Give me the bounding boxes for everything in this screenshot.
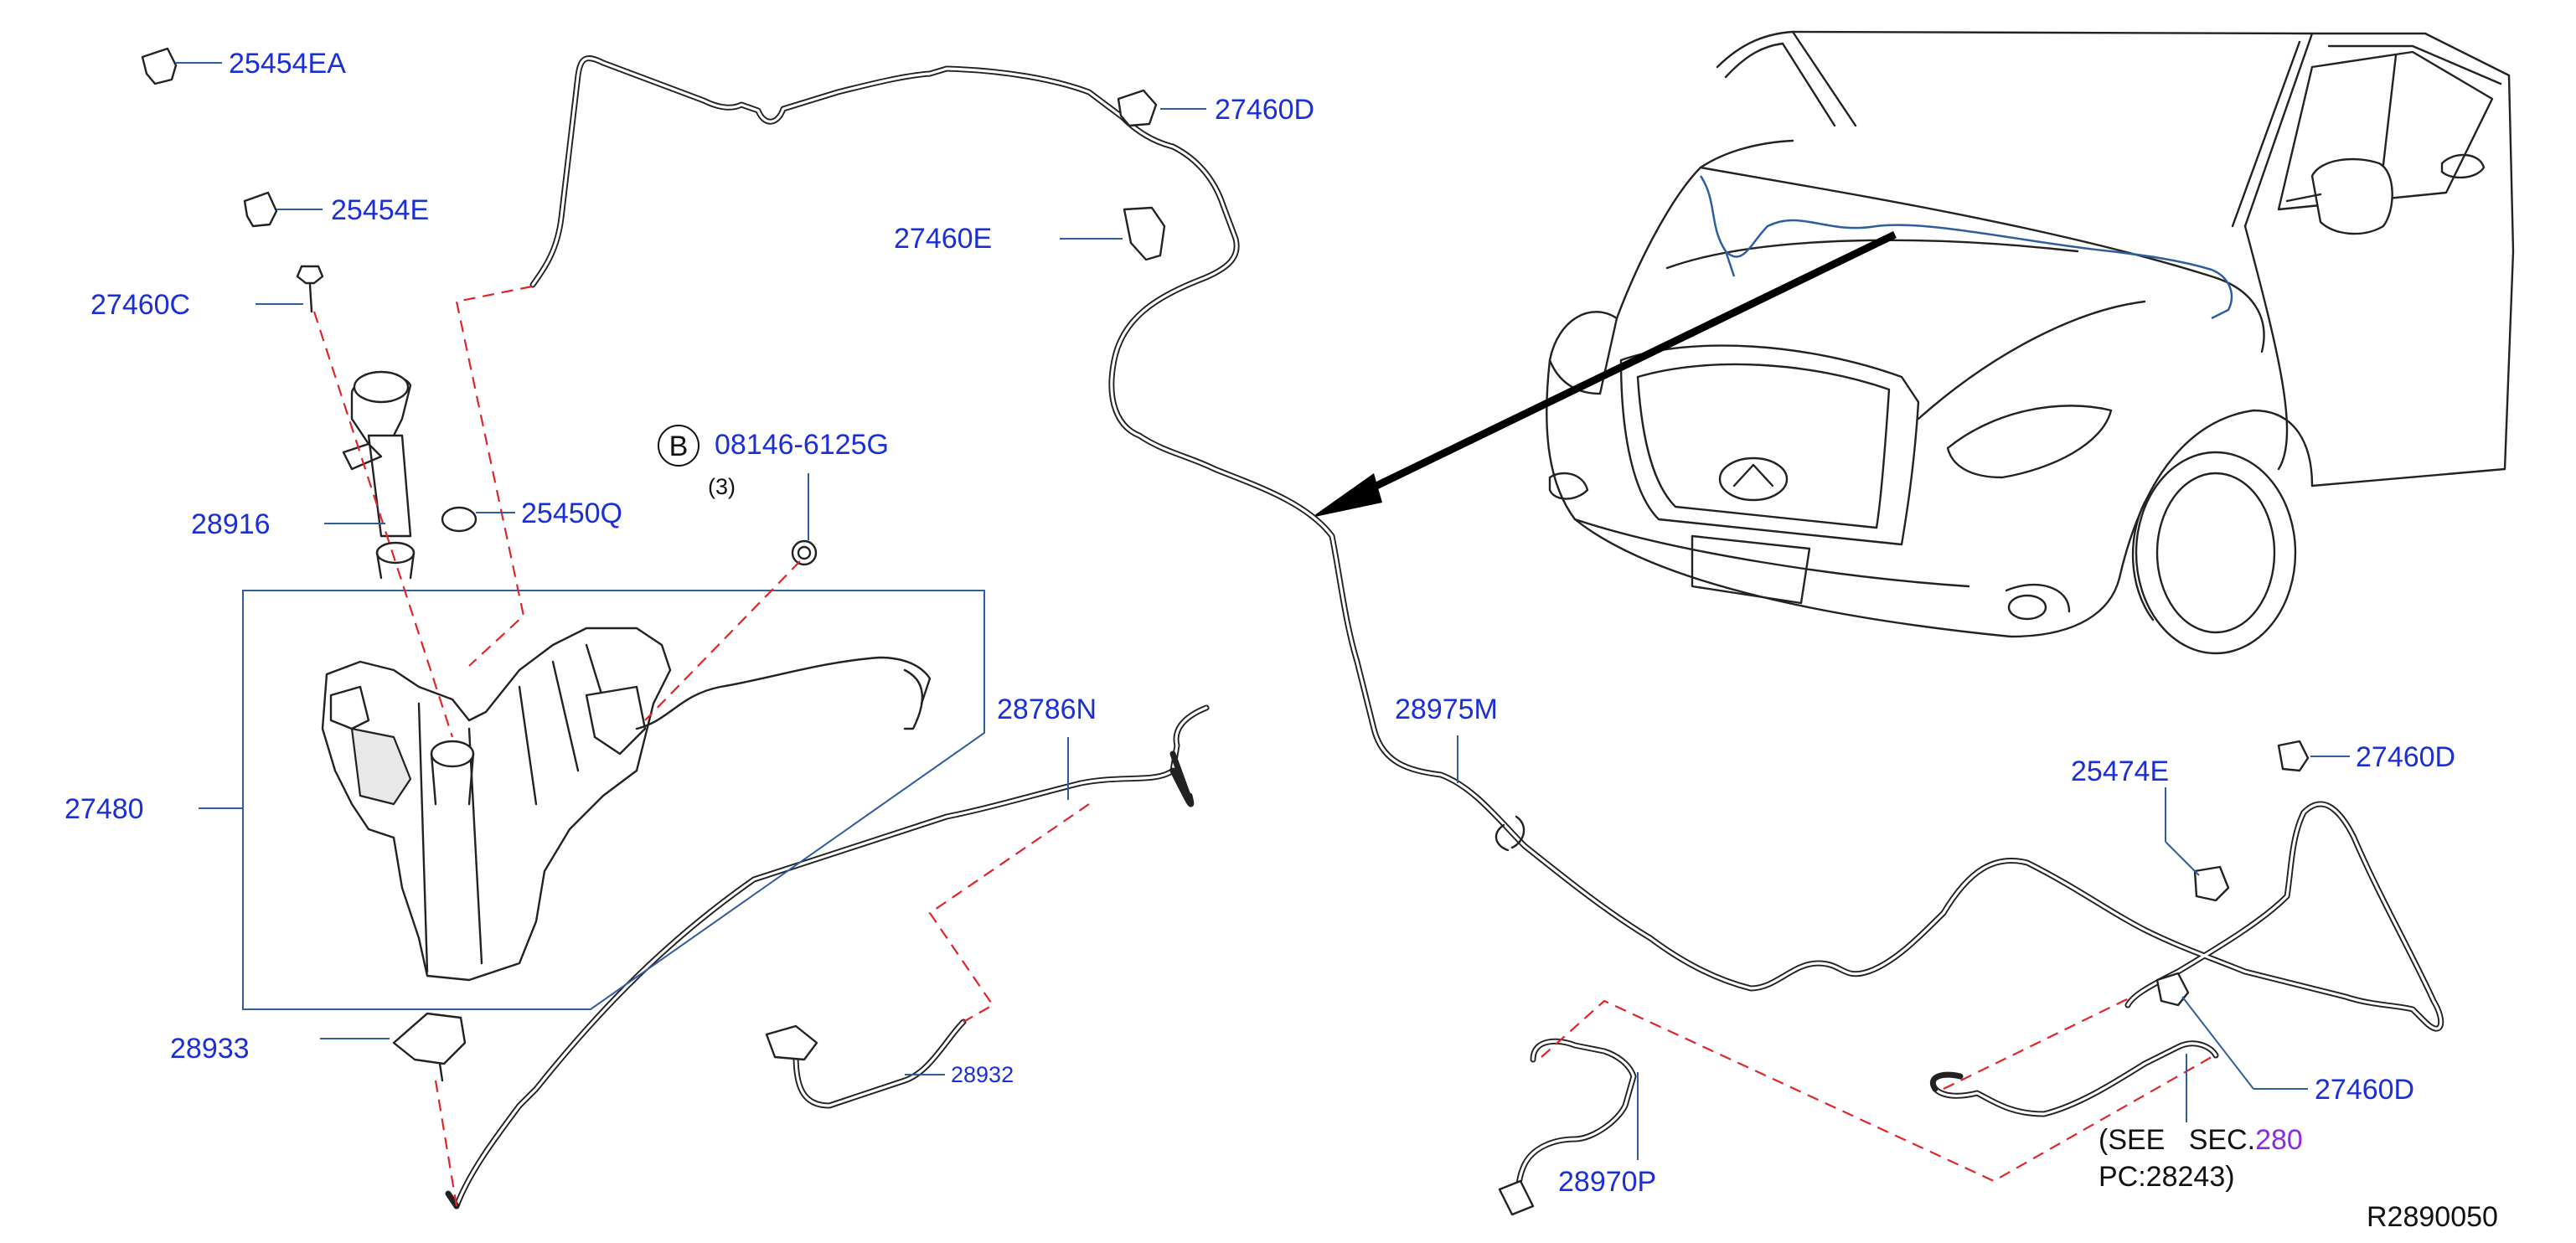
callout-b-letter: B [669, 431, 689, 462]
label-25474E: 25474E [2071, 756, 2169, 787]
filler-neck-28916 [342, 370, 416, 580]
clip-25454E [243, 191, 278, 228]
drawing-id: R2890050 [2367, 1201, 2498, 1233]
leader-lines [176, 62, 2350, 1160]
label-28786N: 28786N [997, 694, 1097, 725]
bolt-27460C [296, 265, 324, 313]
label-27460D-bottom: 27460D [2315, 1074, 2414, 1106]
label-28933: 28933 [170, 1033, 250, 1065]
label-27480: 27480 [65, 793, 144, 825]
see-note-line2: PC:28243) [2098, 1161, 2235, 1193]
label-28916: 28916 [191, 508, 271, 540]
hose-28975M [529, 55, 2444, 1032]
cap-25450Q [441, 506, 478, 533]
hose-28932 [765, 1019, 967, 1109]
hose-28786N [445, 704, 1210, 1209]
see-note-prefix: (SEE SEC. [2098, 1124, 2255, 1156]
clip-27460D-bottom [2155, 972, 2190, 1007]
part-labels: 25454EA 25454E 27460C 28916 25450Q 27480… [65, 48, 2455, 1198]
label-08146-6125G: 08146-6125G [715, 429, 889, 461]
clip-27460D-top [1117, 89, 1158, 127]
label-28932: 28932 [951, 1062, 1014, 1087]
label-27460E: 27460E [894, 223, 992, 255]
see-section-note: (SEE SEC.280 PC:28243) [2098, 1124, 2303, 1193]
label-27460C: 27460C [90, 289, 190, 321]
dashed-connectors [312, 285, 2212, 1207]
clip-25474E [2193, 865, 2230, 902]
clip-27460E [1123, 206, 1166, 261]
hose-28243 [1930, 1040, 2219, 1117]
vehicle-illustration [1546, 30, 2515, 655]
label-25450Q: 25450Q [521, 498, 622, 529]
label-25454EA: 25454EA [229, 48, 346, 80]
hose-28970P [1498, 1038, 1637, 1216]
washer-tank-27480 [242, 590, 985, 1010]
callout-b-qty: (3) [708, 474, 736, 499]
svg-text:(SEE SEC.280: (SEE SEC.280 [2098, 1124, 2303, 1156]
label-27460D-right: 27460D [2356, 741, 2455, 773]
see-note-section-link[interactable]: 280 [2255, 1124, 2303, 1156]
callout-b: B (3) [658, 425, 736, 499]
label-27460D-top: 27460D [1215, 94, 1314, 126]
location-arrow [1311, 230, 1897, 518]
label-28975M: 28975M [1395, 694, 1498, 725]
clip-27460D-right [2277, 740, 2310, 772]
nozzle-28933 [392, 1012, 467, 1082]
label-28970P: 28970P [1558, 1166, 1656, 1198]
clip-25454EA [141, 47, 178, 85]
bolt-08146-6125G [791, 539, 818, 566]
label-25454E: 25454E [331, 194, 429, 226]
